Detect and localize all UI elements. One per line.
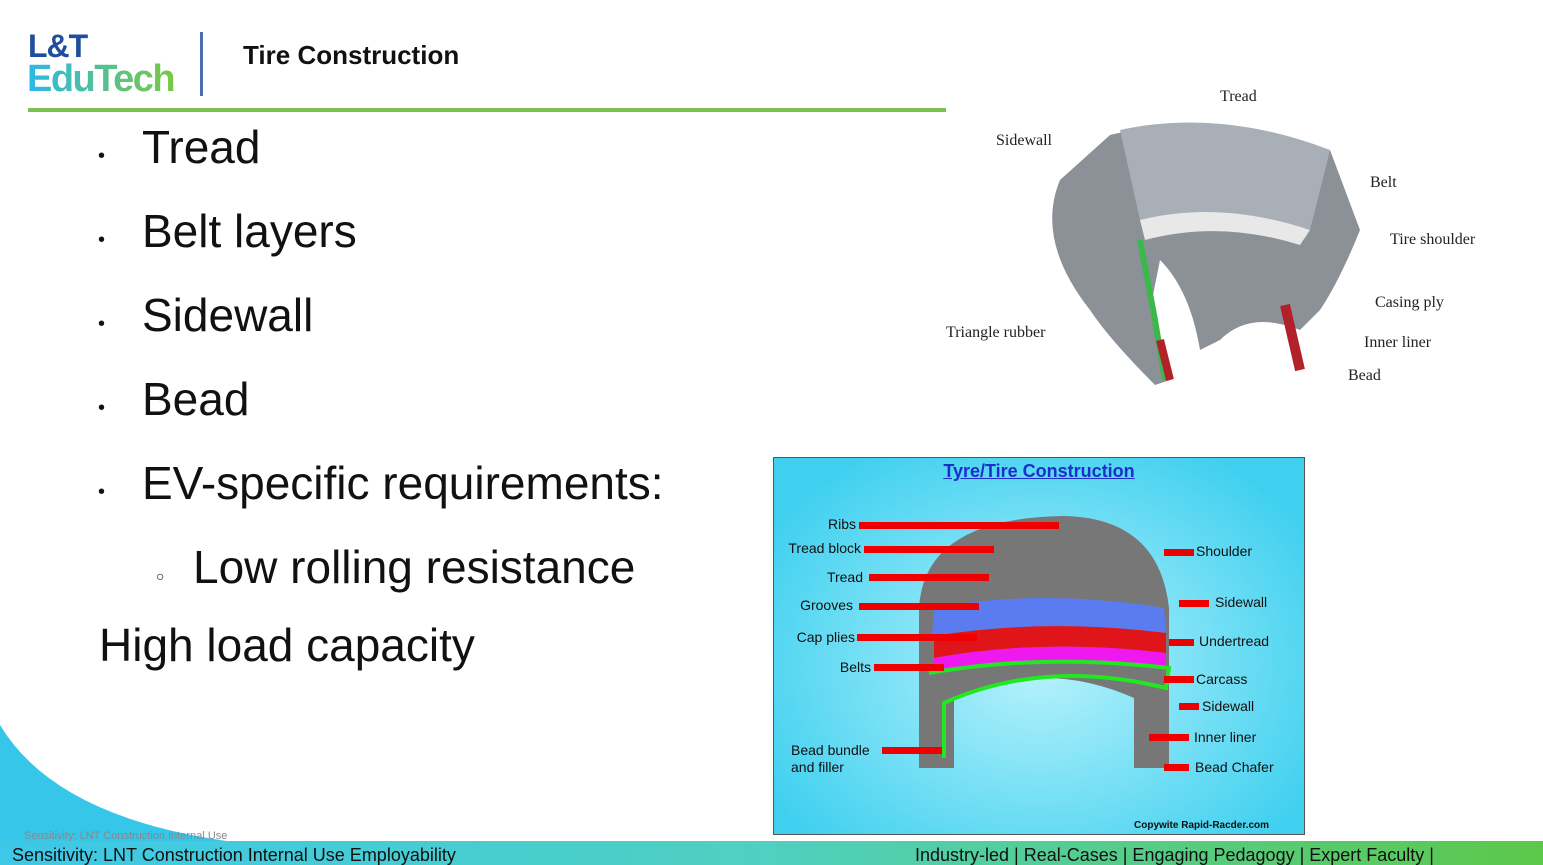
label-shoulder: Shoulder [1196,543,1253,559]
tyre-cross-section [857,516,1209,771]
sub-bullet-item: Low rolling resistance [193,541,636,593]
header-divider [200,32,203,96]
label-inner-liner: Inner liner [1364,334,1432,351]
label-bead-bundle: Bead bundle and filler [791,742,870,775]
label-cap-plies: Cap plies [796,629,855,645]
sensitivity-label: Sensitivity: LNT Construction Internal U… [24,830,228,842]
label-undertread: Undertread [1199,633,1270,649]
footer-right-text: Industry-led | Real-Cases | Engaging Ped… [915,845,1434,865]
label-casing-ply: Casing ply [1375,294,1444,311]
label-belts: Belts [839,659,871,675]
bullet-item: Bead [142,373,250,425]
bullet-icon: • [98,481,106,503]
text-line: High load capacity [99,619,475,671]
label-grooves: Grooves [800,597,853,613]
tyre-construction-diagram: Tyre/Tire Construction Ribs Tread block … [773,457,1305,835]
sub-bullet-icon: ○ [156,568,165,584]
bullet-item: Belt layers [142,205,357,257]
corner-decoration [0,725,260,845]
label-ribs: Ribs [827,516,856,532]
footer-bar: Sensitivity: LNT Construction Internal U… [0,841,1543,865]
label-tread: Tread [1220,88,1257,105]
tire-cutaway-drawing [1052,122,1360,385]
label-triangle-rubber: Triangle rubber [946,324,1046,341]
bullet-icon: • [98,145,106,167]
label-sidewall: Sidewall [1215,594,1268,610]
label-tread-block: Tread block [788,540,861,556]
tire-cutaway-image: Tread Sidewall Belt Tire shoulder Casing… [940,80,1500,400]
bullet-icon: • [98,229,106,251]
bullet-item: EV-specific requirements: [142,457,664,509]
label-sidewall-2: Sidewall [1202,698,1255,714]
pointer-arrows [857,522,1209,771]
label-tire-shoulder: Tire shoulder [1390,231,1476,248]
footer-left-text: Sensitivity: LNT Construction Internal U… [12,845,456,865]
label-carcass: Carcass [1196,671,1248,687]
label-tread: Tread [826,569,863,585]
label-bead: Bead [1348,367,1381,384]
logo-edutech: EduTech [27,58,176,100]
label-belt: Belt [1370,174,1397,191]
label-sidewall: Sidewall [996,132,1052,149]
page-title: Tire Construction [243,40,460,70]
bullet-icon: • [98,397,106,419]
logo-lt: L&T [28,28,88,64]
bullet-item: Sidewall [142,289,314,341]
diagram-copyright: Copywite Rapid-Racder.com [1134,820,1270,831]
bullet-icon: • [98,313,106,335]
header-rule [28,108,946,112]
diagram-title: Tyre/Tire Construction [943,461,1135,481]
label-inner-liner: Inner liner [1194,729,1257,745]
bullet-item: Tread [142,121,261,173]
label-bead-chafer: Bead Chafer [1195,759,1274,775]
